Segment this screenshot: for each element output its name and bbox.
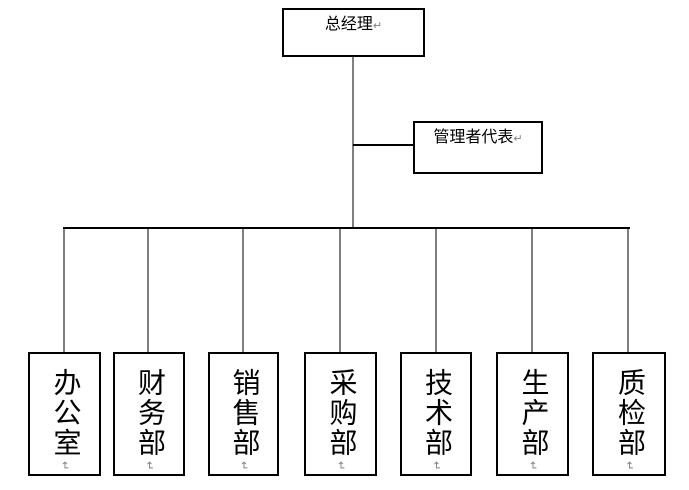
department-label-column: 财务部 ↵ xyxy=(134,368,165,473)
paragraph-mark: ↵ xyxy=(372,19,383,32)
node-department-sales-label: 销售部 xyxy=(228,368,260,458)
department-label-column: 采购部 ↵ xyxy=(325,368,357,473)
connector-drop-finance xyxy=(147,229,149,352)
department-label-column: 质检部 ↵ xyxy=(614,368,645,473)
node-department-office: 办公室 ↵ xyxy=(28,352,101,476)
paragraph-mark: ↵ xyxy=(143,461,156,473)
node-department-quality-label: 质检部 xyxy=(614,368,645,458)
node-general-manager: 总经理↵ xyxy=(282,8,425,57)
connector-drop-technology xyxy=(435,229,437,352)
paragraph-mark: ↵ xyxy=(58,461,72,473)
connector-riser xyxy=(352,57,354,228)
node-management-representative-label: 管理者代表 xyxy=(433,129,514,146)
connector-drop-quality xyxy=(627,229,629,352)
connector-drop-office xyxy=(63,229,65,352)
node-department-office-label: 办公室 xyxy=(49,368,81,458)
department-label-column: 办公室 ↵ xyxy=(49,368,81,473)
connector-branch-representative xyxy=(353,144,414,146)
paragraph-mark: ↵ xyxy=(623,461,636,473)
node-department-finance: 财务部 ↵ xyxy=(113,352,185,476)
paragraph-mark: ↵ xyxy=(513,132,523,145)
node-general-manager-label: 总经理 xyxy=(324,16,373,33)
paragraph-mark: ↵ xyxy=(430,461,443,473)
node-department-purchasing: 采购部 ↵ xyxy=(304,352,377,476)
connector-drop-sales xyxy=(242,229,244,352)
node-department-technology: 技术部 ↵ xyxy=(400,352,472,476)
node-management-representative: 管理者代表↵ xyxy=(413,121,543,174)
department-label-column: 生产部 ↵ xyxy=(517,368,549,473)
connector-drop-production xyxy=(531,229,533,352)
node-department-production: 生产部 ↵ xyxy=(496,352,569,476)
node-department-finance-label: 财务部 xyxy=(134,368,165,458)
paragraph-mark: ↵ xyxy=(237,461,251,473)
node-department-quality: 质检部 ↵ xyxy=(592,352,666,476)
connector-distribution xyxy=(63,227,630,229)
node-department-purchasing-label: 采购部 xyxy=(325,368,357,458)
node-department-production-label: 生产部 xyxy=(517,368,549,458)
paragraph-mark: ↵ xyxy=(526,461,540,473)
node-department-sales: 销售部 ↵ xyxy=(208,352,279,476)
department-label-column: 技术部 ↵ xyxy=(421,368,452,473)
paragraph-mark: ↵ xyxy=(334,461,348,473)
node-department-technology-label: 技术部 xyxy=(421,368,452,458)
connector-drop-purchasing xyxy=(339,229,341,352)
department-label-column: 销售部 ↵ xyxy=(228,368,260,473)
